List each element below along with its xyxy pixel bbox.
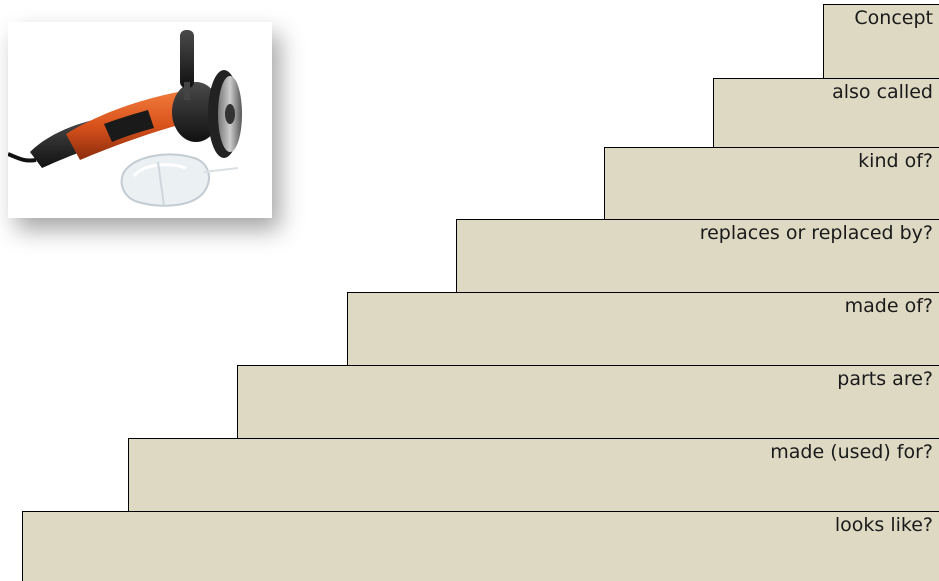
step-kind-of: kind of? <box>604 147 939 221</box>
step-also-called: also called <box>713 78 939 150</box>
step-label: also called <box>832 81 933 103</box>
step-label: Concept <box>854 7 933 29</box>
step-looks-like: looks like? <box>22 511 939 581</box>
step-parts-are: parts are? <box>237 365 939 440</box>
step-made-used-for: made (used) for? <box>128 438 939 513</box>
step-made-of: made of? <box>347 292 939 367</box>
step-concept: Concept <box>823 4 939 80</box>
step-label: kind of? <box>858 150 933 172</box>
step-label: made (used) for? <box>770 441 933 463</box>
step-label: replaces or replaced by? <box>699 222 933 244</box>
step-label: looks like? <box>834 514 933 536</box>
step-replaces: replaces or replaced by? <box>456 219 939 294</box>
step-label: parts are? <box>837 368 933 390</box>
angle-grinder-photo <box>8 22 272 218</box>
step-label: made of? <box>844 295 933 317</box>
angle-grinder-icon <box>8 30 242 207</box>
